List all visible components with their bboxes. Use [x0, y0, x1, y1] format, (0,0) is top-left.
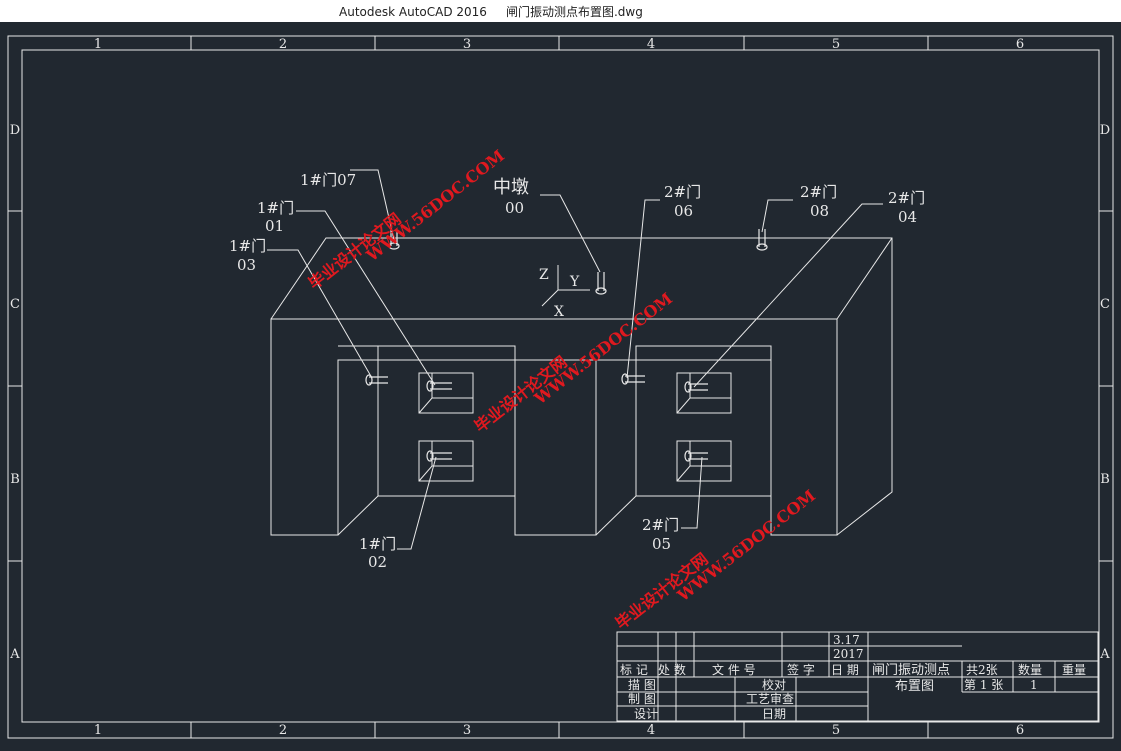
col-label-bottom-1: 1	[94, 723, 102, 738]
row-label-left-d: D	[10, 123, 20, 138]
column-ticks	[190, 36, 929, 738]
label-g1-02-a: 1#门	[359, 535, 396, 553]
tb-header-place: 处 数	[658, 662, 686, 677]
row-ticks	[8, 210, 1113, 562]
sensor-07	[388, 230, 400, 250]
label-g1-01-b: 01	[265, 217, 284, 235]
col-label-top-6: 6	[1016, 37, 1024, 52]
watermark-site-1: WWW.56DOC.COM	[362, 146, 508, 266]
tb-scale: 3.17	[833, 633, 860, 647]
tb-process: 工艺审查	[746, 691, 794, 706]
tb-design: 设计	[634, 707, 658, 721]
col-label-bottom-6: 6	[1016, 723, 1024, 738]
tb-total: 共2张	[966, 663, 998, 677]
axis-label-z: Z	[539, 267, 549, 283]
label-pier-a: 中墩	[493, 177, 529, 198]
col-label-top-4: 4	[647, 37, 655, 52]
tb-check: 校对	[762, 677, 786, 692]
axis-label-x: X	[554, 304, 564, 320]
sensor-00	[595, 272, 607, 295]
label-g2-08-a: 2#门	[800, 183, 837, 201]
watermark-site-3: WWW.56DOC.COM	[673, 486, 819, 606]
row-label-right-a: A	[1099, 647, 1110, 662]
label-g2-06-a: 2#门	[664, 183, 701, 201]
row-label-left-b: B	[10, 472, 20, 487]
label-g1-07: 1#门07	[300, 171, 356, 189]
label-g2-08-b: 08	[810, 202, 829, 220]
tb-header-sign: 签 字	[787, 662, 815, 677]
tb-header-file: 文 件 号	[712, 662, 756, 677]
sensor-08	[756, 229, 768, 251]
sensor-02	[426, 450, 452, 462]
tb-drawing-name-2: 布置图	[895, 679, 934, 694]
drawing-canvas[interactable]: 1 2 3 4 5 6 1 2 3 4 5 6 D C B A D C B A	[0, 22, 1121, 747]
col-label-top-2: 2	[279, 37, 287, 52]
label-g1-03-a: 1#门	[229, 237, 266, 255]
tb-header-mark: 标 记	[620, 663, 648, 677]
tb-year: 2017	[833, 647, 864, 661]
tb-drawing-name: 闸门振动测点	[872, 663, 950, 678]
label-g2-06-b: 06	[674, 202, 693, 220]
tb-sheet: 第 1 张	[964, 678, 1003, 692]
tb-trace: 描 图	[628, 678, 656, 692]
row-label-right-d: D	[1100, 123, 1110, 138]
row-label-left-c: C	[10, 297, 20, 312]
row-label-left-a: A	[9, 647, 20, 662]
row-label-right-b: B	[1100, 472, 1110, 487]
label-g1-02-b: 02	[368, 553, 387, 571]
row-label-right-c: C	[1100, 297, 1110, 312]
title-bar: Autodesk AutoCAD 2016 闸门振动测点布置图.dwg	[0, 0, 1121, 22]
sensor-06	[621, 373, 645, 385]
label-g1-01-a: 1#门	[257, 199, 294, 217]
watermark-site-2: WWW.56DOC.COM	[530, 289, 676, 409]
axis-label-y: Y	[569, 274, 580, 290]
window-title: Autodesk AutoCAD 2016 闸门振动测点布置图.dwg	[339, 5, 643, 19]
col-label-top-3: 3	[463, 37, 471, 52]
title-block	[616, 631, 1099, 722]
leader-lines	[267, 169, 883, 550]
label-g1-03-b: 03	[237, 256, 256, 274]
sensor-05	[684, 450, 708, 462]
label-pier-b: 00	[505, 199, 524, 217]
sensor-markers	[365, 229, 768, 462]
sensor-03	[365, 374, 388, 386]
tb-draw: 制 图	[628, 692, 656, 706]
col-label-bottom-3: 3	[463, 723, 471, 738]
col-label-bottom-4: 4	[647, 723, 655, 738]
col-label-bottom-5: 5	[832, 723, 840, 738]
grid-labels: 1 2 3 4 5 6 1 2 3 4 5 6 D C B A D C B A	[9, 37, 1110, 738]
col-label-top-1: 1	[94, 37, 102, 52]
tb-header-date: 日 期	[831, 663, 859, 677]
sensor-01	[426, 380, 452, 392]
label-g2-05-b: 05	[652, 535, 671, 553]
structure-drawing	[270, 237, 893, 536]
col-label-top-5: 5	[832, 37, 840, 52]
col-label-bottom-2: 2	[279, 723, 287, 738]
label-g2-04-a: 2#门	[888, 189, 925, 207]
tb-qty: 1	[1030, 678, 1038, 692]
tb-date: 日期	[762, 707, 786, 721]
tb-qty-label: 数量	[1018, 662, 1042, 677]
label-g2-05-a: 2#门	[642, 516, 679, 534]
label-g2-04-b: 04	[898, 208, 917, 226]
tb-weight-label: 重量	[1062, 663, 1086, 677]
outer-border	[7, 35, 1114, 739]
sensor-04	[684, 381, 708, 393]
